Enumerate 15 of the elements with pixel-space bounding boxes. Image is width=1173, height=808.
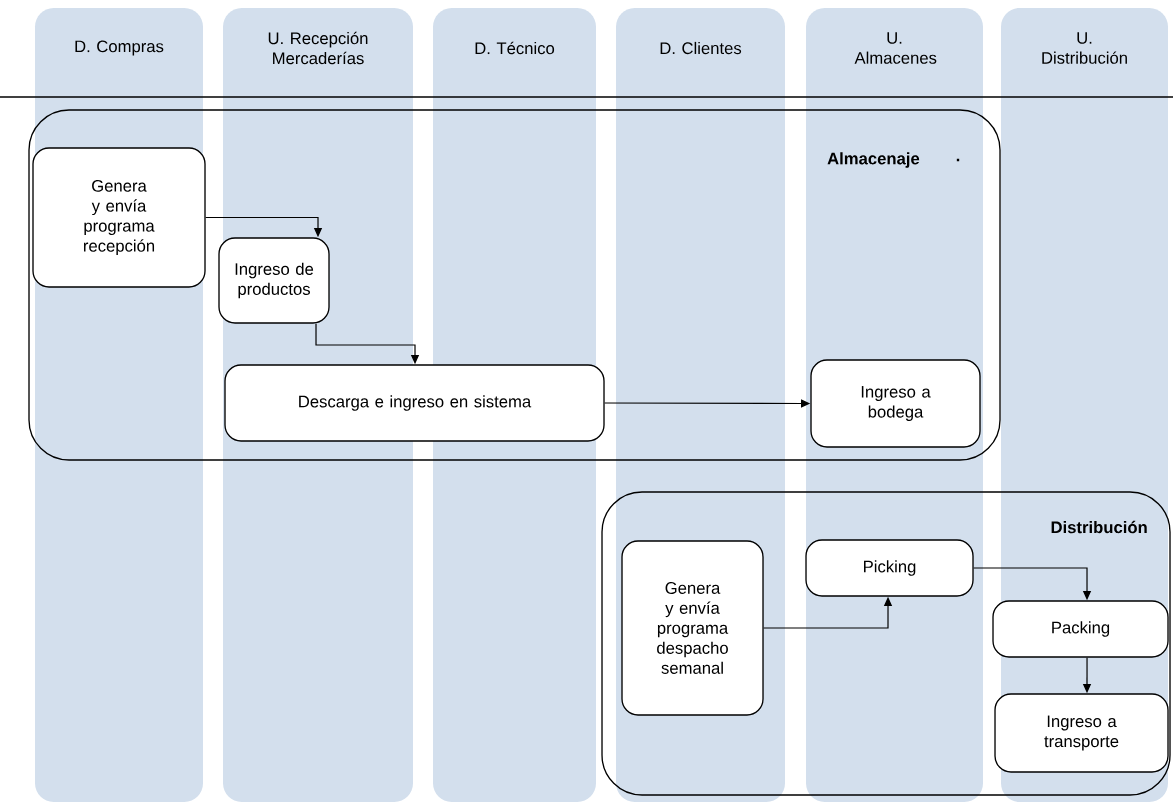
process-box: Genera y envía programa despacho semanal [621,540,764,716]
process-box: Descarga e ingreso en sistema [224,364,605,442]
dot-mark: . [956,158,960,162]
lane-header: D. Compras [75,40,164,56]
lane-header: U. Almacenes [854,32,937,64]
process-box: Packing [992,600,1169,658]
process-box: Ingreso a bodega [810,359,981,448]
process-box: Ingreso de productos [218,237,330,324]
lane-header: U. Distribución [1042,32,1127,64]
process-box: Ingreso a transporte [994,693,1169,773]
lane-header: U. Recepción Mercaderías [268,31,368,65]
process-box: Genera y envía programa recepción [32,147,206,288]
lane-header: D. Técnico [475,41,555,55]
process-box: Picking [805,539,974,597]
lane-header: D. Clientes [660,41,742,55]
